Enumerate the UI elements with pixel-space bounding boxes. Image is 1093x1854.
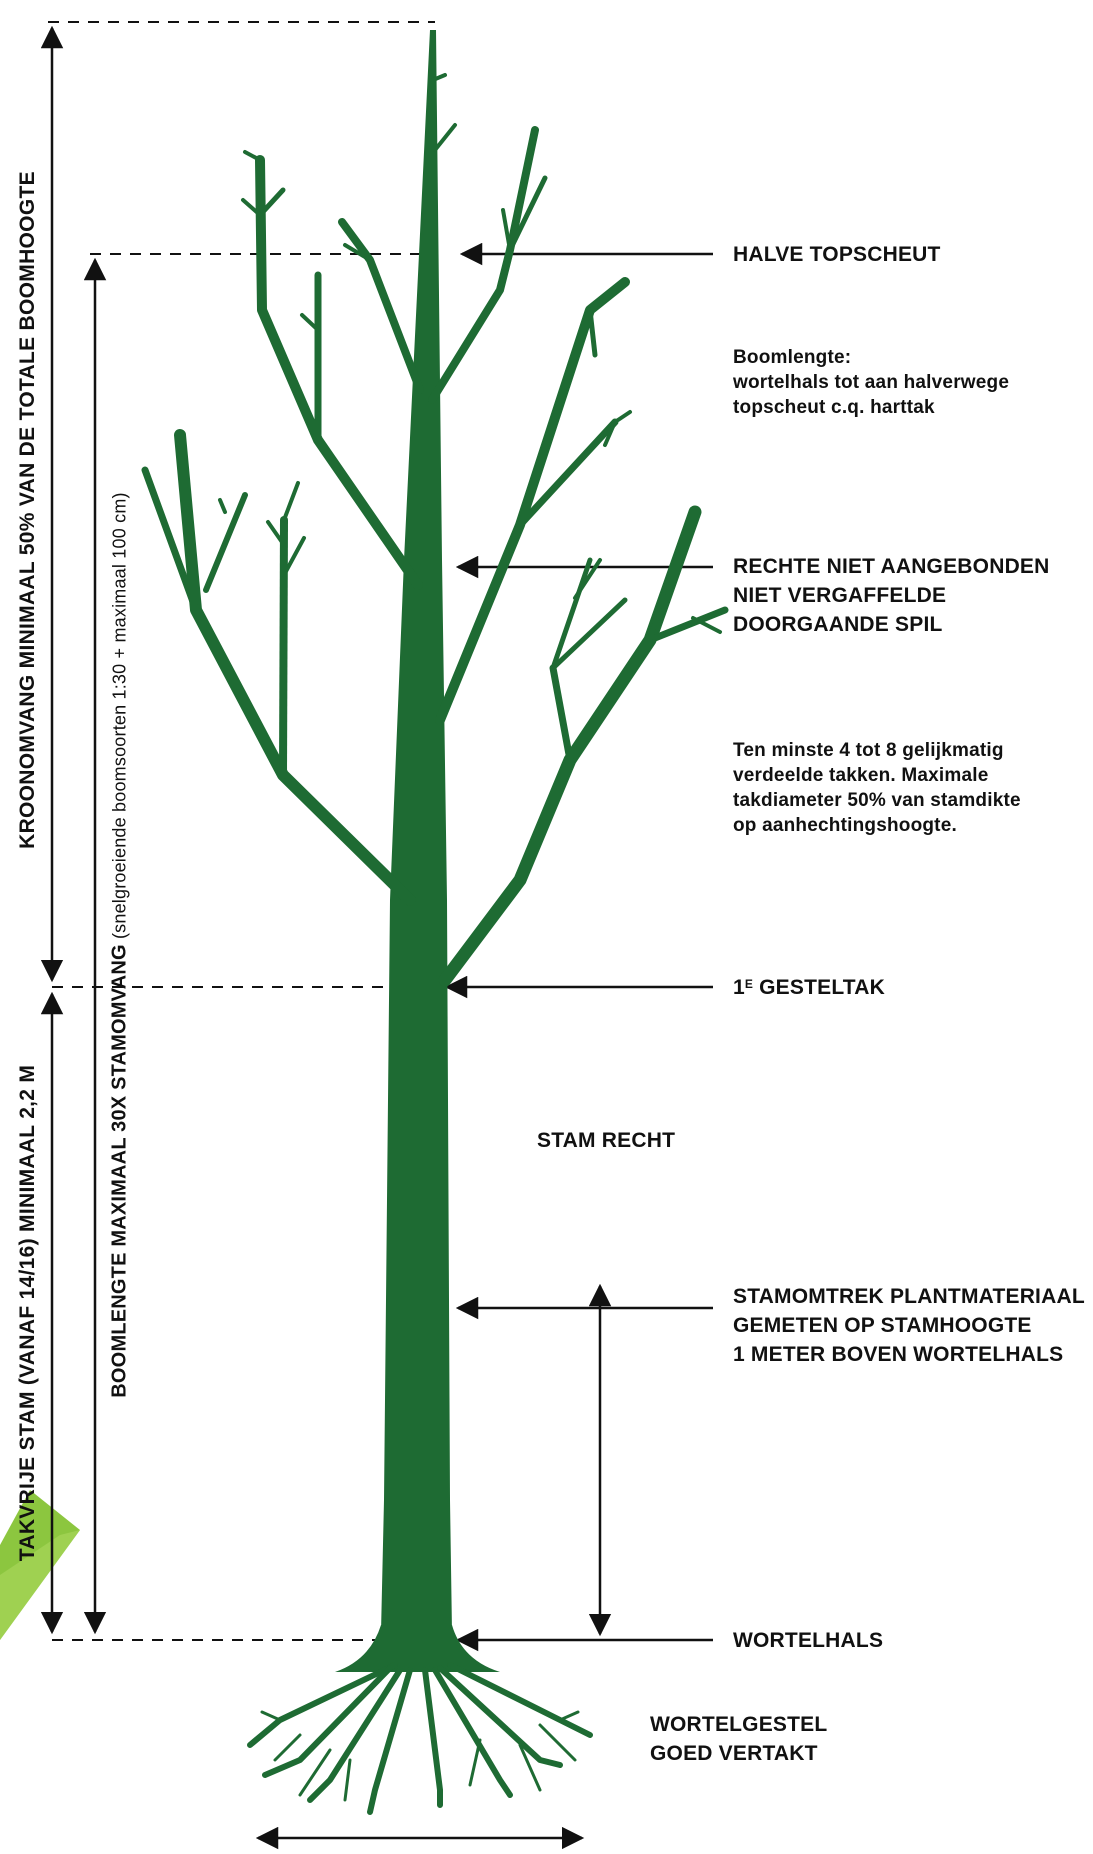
boomlengte-maximaal-label: BOOMLENGTE MAXIMAAL 30X STAMOMVANG (snel…	[108, 492, 131, 1398]
wortelgestel-label-line: GOED VERTAKT	[650, 1742, 818, 1765]
boomlengte-note-title: Boomlengte:	[733, 347, 852, 368]
halve-topscheut-label: HALVE TOPSCHEUT	[733, 243, 941, 266]
gesteltak-label: 1E GESTELTAK	[733, 976, 885, 999]
takvrije-stam-label: TAKVRIJE STAM (VANAF 14/16) MINIMAAL 2,2…	[16, 1064, 39, 1562]
dashed-reference-lines	[48, 21, 435, 1641]
wortelhals-label: WORTELHALS	[733, 1629, 884, 1652]
stamomtrek-label-line: GEMETEN OP STAMHOOGTE	[733, 1314, 1032, 1337]
boomlengte-note-line: topscheut c.q. harttak	[733, 397, 935, 418]
takken-note: Ten minste 4 tot 8 gelijkmatig verdeelde…	[733, 738, 1021, 838]
takken-note-line: op aanhechtingshoogte.	[733, 815, 957, 836]
tree	[141, 30, 729, 1815]
wortelgestel-label: WORTELGESTEL GOED VERTAKT	[650, 1710, 827, 1768]
tree-roots	[247, 1662, 593, 1815]
takken-note-line: Ten minste 4 tot 8 gelijkmatig	[733, 740, 1004, 761]
stam-recht-label: STAM RECHT	[537, 1129, 676, 1152]
spil-label-line: NIET VERGAFFELDE	[733, 584, 947, 607]
dimension-arrows	[40, 25, 612, 1850]
stamomtrek-label-line: STAMOMTREK PLANTMATERIAAL	[733, 1285, 1085, 1308]
stamomtrek-label-line: 1 METER BOVEN WORTELHALS	[733, 1343, 1064, 1366]
tree-trunk	[381, 30, 452, 1632]
stamomtrek-label: STAMOMTREK PLANTMATERIAAL GEMETEN OP STA…	[733, 1282, 1085, 1369]
tree-branches	[141, 73, 729, 987]
spil-label: RECHTE NIET AANGEBONDEN NIET VERGAFFELDE…	[733, 552, 1050, 639]
takken-note-line: verdeelde takken. Maximale	[733, 765, 989, 786]
boomlengte-note-line: wortelhals tot aan halverwege	[733, 372, 1010, 393]
kroonomvang-label: KROONOMVANG MINIMAAL 50% VAN DE TOTALE B…	[16, 171, 39, 849]
spil-label-line: DOORGAANDE SPIL	[733, 613, 943, 636]
tree-root-flare	[335, 1625, 500, 1672]
spil-label-line: RECHTE NIET AANGEBONDEN	[733, 555, 1050, 578]
boomlengte-note: Boomlengte: wortelhals tot aan halverweg…	[733, 345, 1009, 420]
takken-note-line: takdiameter 50% van stamdikte	[733, 790, 1021, 811]
wortelgestel-label-line: WORTELGESTEL	[650, 1713, 828, 1736]
